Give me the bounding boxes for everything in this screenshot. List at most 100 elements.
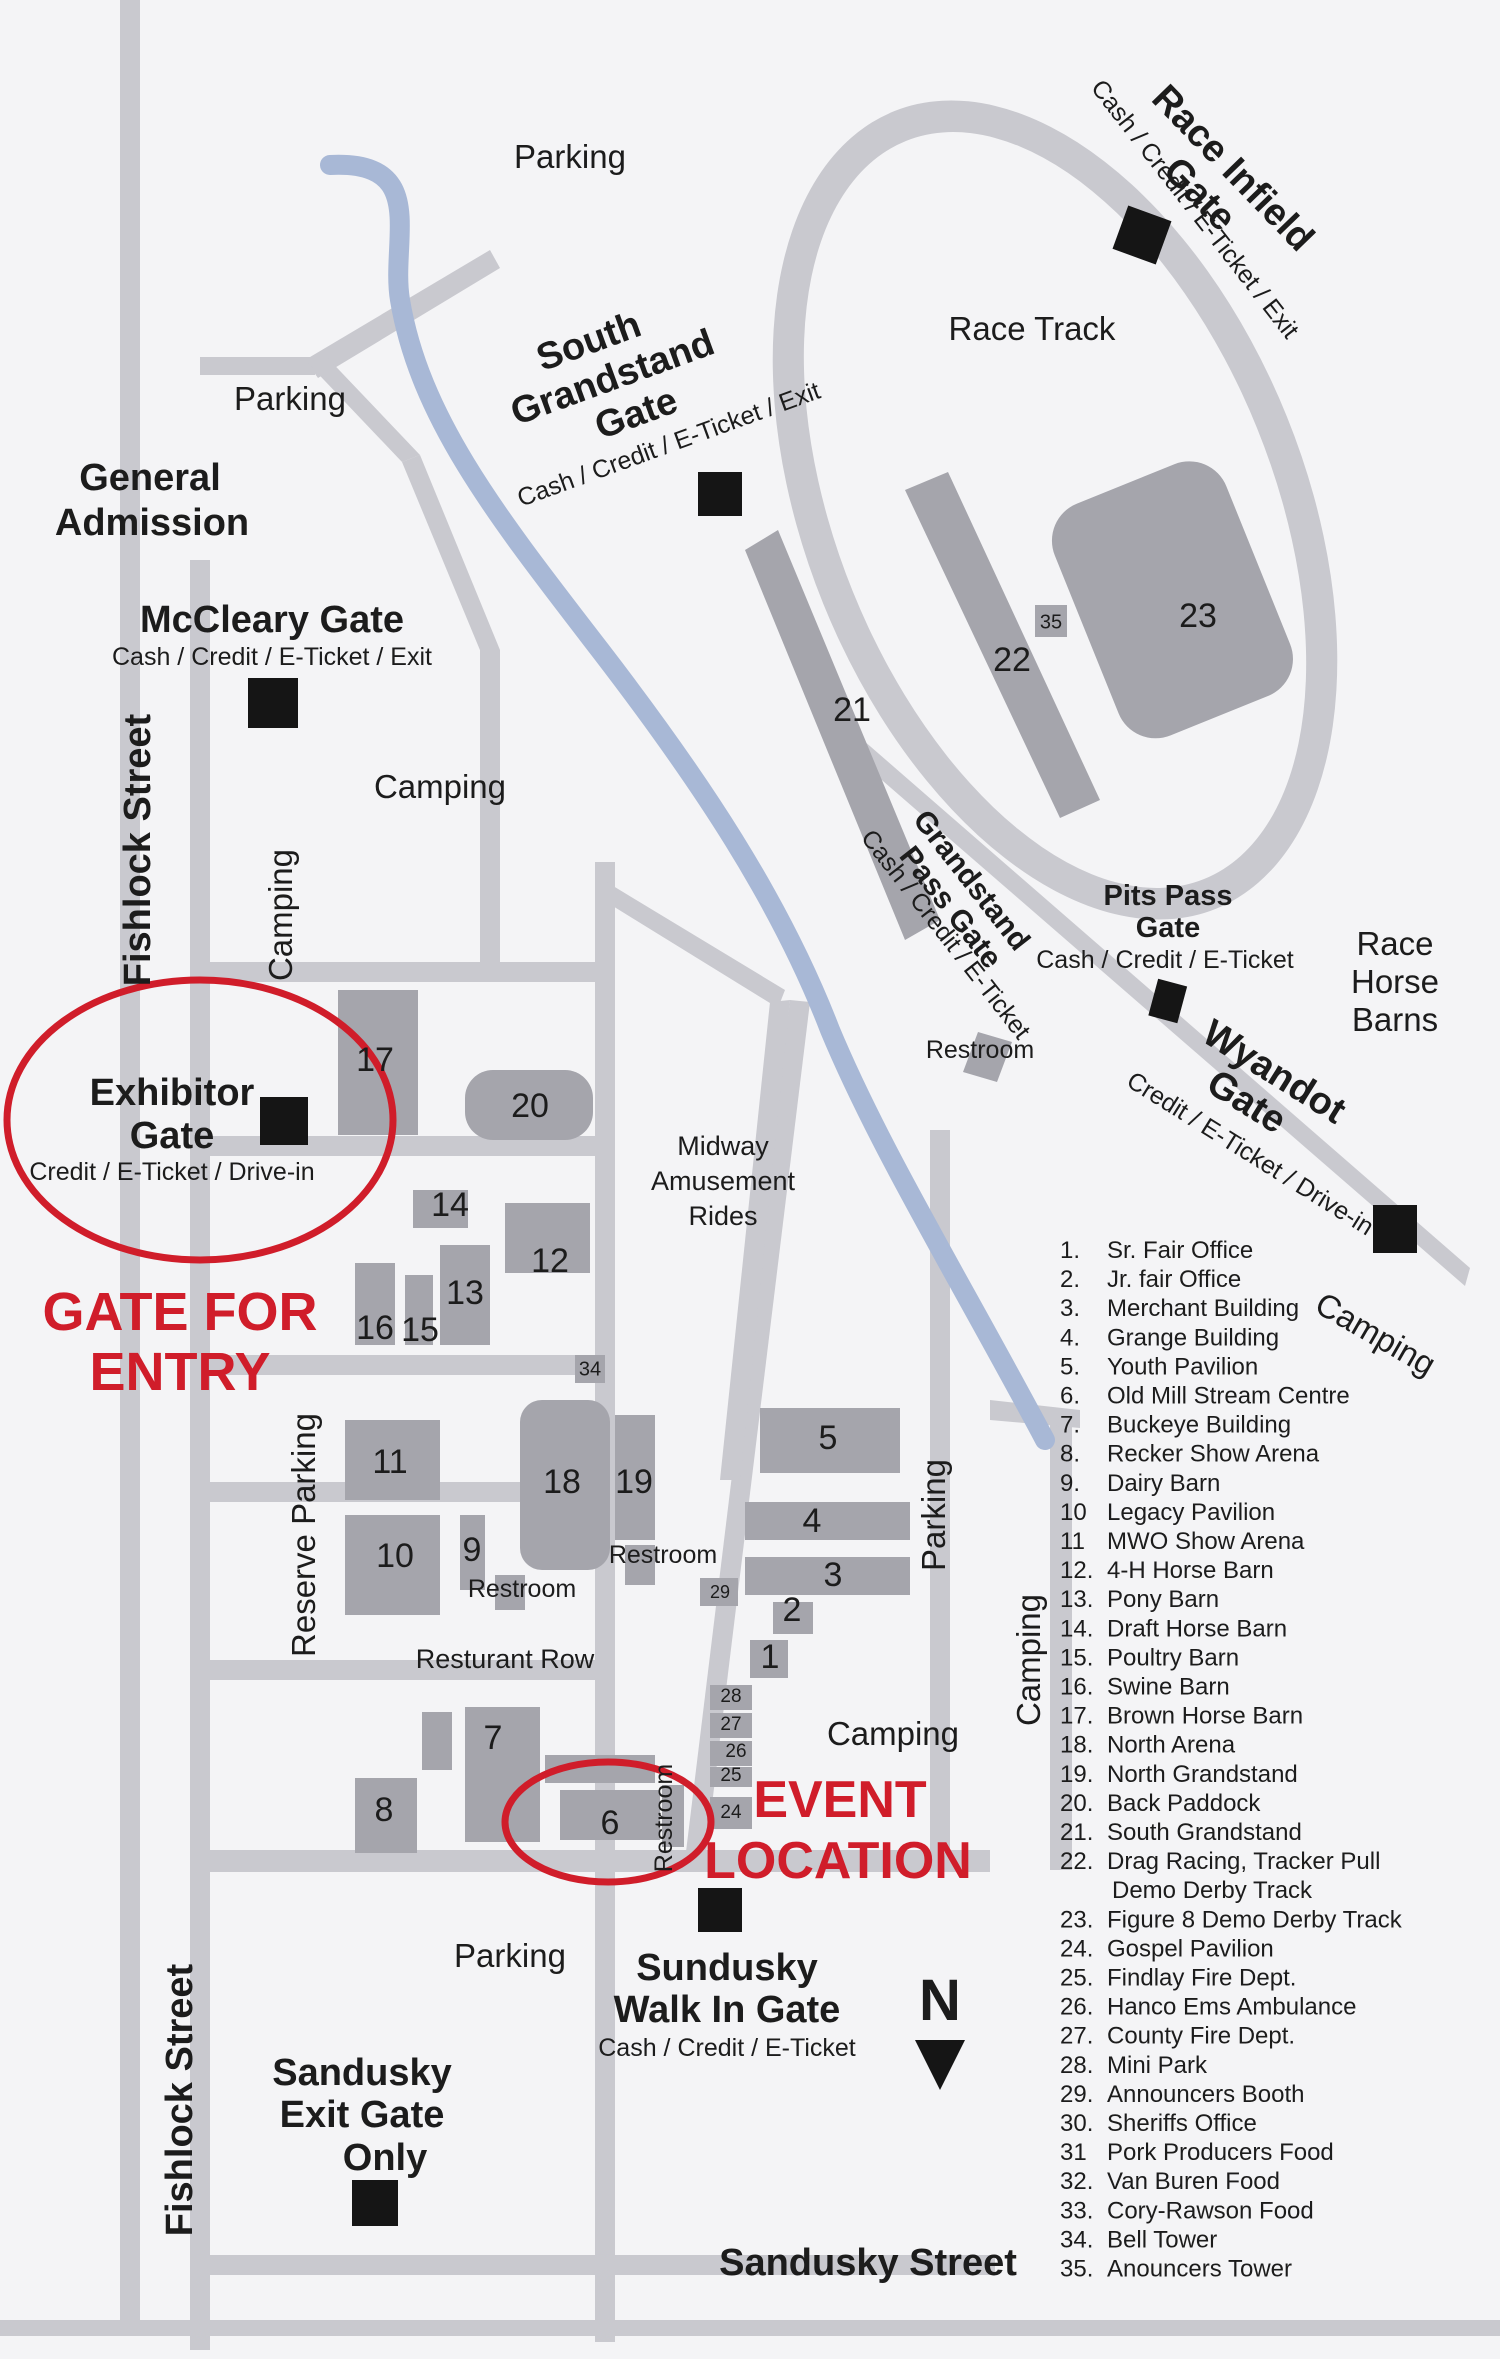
building-4: [745, 1502, 910, 1540]
legend-item: 14.Draft Horse Barn: [1060, 1615, 1287, 1642]
pits-pass-gate-marker: [1148, 978, 1188, 1024]
building-20: [465, 1070, 593, 1140]
legend-text: Pony Barn: [1107, 1586, 1219, 1613]
label-b25: 25: [720, 1765, 741, 1786]
legend-text: Brown Horse Barn: [1107, 1703, 1303, 1730]
legend-number: 15.: [1060, 1644, 1093, 1671]
sandusky-exit-title-2: Exit Gate: [280, 2094, 445, 2136]
label-b26: 26: [725, 1741, 746, 1762]
building-24: [710, 1797, 752, 1829]
legend-item: Demo Derby Track: [1112, 1877, 1313, 1904]
race-horse-barns-1: Race: [1356, 925, 1433, 962]
legend-number: 3.: [1060, 1295, 1080, 1322]
building-25: [710, 1767, 752, 1787]
restroom-block-b: [495, 1575, 525, 1610]
legend-item: 26.Hanco Ems Ambulance: [1060, 1994, 1356, 2021]
legend-item: 24.Gospel Pavilion: [1060, 1935, 1274, 1962]
north-arrow-icon: [915, 2040, 965, 2090]
cross-road-c: [200, 1355, 615, 1375]
legend-item: 1.Sr. Fair Office: [1060, 1237, 1253, 1264]
fishlock-street-road: [120, 0, 140, 2335]
building-19: [615, 1415, 655, 1540]
legend-text: 4-H Horse Barn: [1107, 1557, 1274, 1584]
west-angled-road-down: [480, 650, 500, 975]
legend-item: 29.Announcers Booth: [1060, 2081, 1304, 2108]
west-angled-road: [402, 455, 500, 655]
label-b9: 9: [463, 1531, 482, 1569]
legend-item: 13.Pony Barn: [1060, 1586, 1219, 1613]
exhibitor-gate-title-2: Gate: [130, 1115, 214, 1157]
legend-item: 12.4-H Horse Barn: [1060, 1557, 1274, 1584]
legend-text: Cory-Rawson Food: [1107, 2197, 1314, 2224]
legend-item: 6.Old Mill Stream Centre: [1060, 1383, 1350, 1410]
building-15: [405, 1275, 433, 1345]
building-16: [355, 1263, 395, 1345]
parking-vertical-label: Parking: [915, 1459, 952, 1571]
sundusky-gate-title-2: Walk In Gate: [614, 1989, 841, 2031]
legend-text: Sheriffs Office: [1107, 2110, 1257, 2137]
legend-text: Findlay Fire Dept.: [1107, 1965, 1296, 1992]
legend-number: 17.: [1060, 1703, 1093, 1730]
label-b16: 16: [356, 1309, 394, 1347]
legend-number: 14.: [1060, 1615, 1093, 1642]
legend-number: 31: [1060, 2139, 1087, 2166]
parking-bottom-label: Parking: [454, 1937, 566, 1974]
legend-item: 34.Bell Tower: [1060, 2226, 1217, 2253]
building-28: [710, 1685, 752, 1710]
label-b13: 13: [446, 1274, 484, 1312]
legend-number: 5.: [1060, 1353, 1080, 1380]
pits-pass-gate-title-1: Pits Pass: [1104, 880, 1233, 912]
label-b12: 12: [531, 1242, 569, 1280]
legend-item: 18.North Arena: [1060, 1732, 1236, 1759]
legend-text: Old Mill Stream Centre: [1107, 1383, 1350, 1410]
label-b11: 11: [372, 1443, 407, 1481]
building-14: [413, 1190, 468, 1228]
restroom-block-c: [625, 1545, 655, 1585]
mccleary-gate-sub: Cash / Credit / E-Ticket / Exit: [112, 643, 432, 671]
wyandot-road: [830, 720, 1470, 1286]
gate-for-entry-annotation-1: GATE FOR: [43, 1282, 318, 1342]
legend-item: 30. Sheriffs Office: [1060, 2110, 1257, 2137]
legend-number: 18.: [1060, 1732, 1093, 1759]
legend-number: 11: [1060, 1528, 1085, 1555]
building-29: [700, 1578, 738, 1606]
sundusky-gate-title-1: Sundusky: [636, 1947, 818, 1989]
legend-text: Grange Building: [1107, 1324, 1279, 1351]
legend-number: 9.: [1060, 1470, 1080, 1497]
general-admission-road: [200, 357, 315, 375]
cross-road-a: [200, 962, 615, 982]
central-diagonal: [595, 875, 785, 1008]
building-3: [745, 1557, 910, 1595]
restroom-block-d: [662, 1785, 684, 1847]
building-21: [745, 530, 940, 940]
camping-vertical-right-label: Camping: [1010, 1594, 1047, 1726]
parking-road: [1050, 1420, 1072, 1870]
cross-road-e: [200, 1660, 615, 1680]
sandusky-exit-title-3: Only: [343, 2137, 427, 2179]
legend-number: 35.: [1060, 2256, 1093, 2283]
legend-number: 2.: [1060, 1266, 1080, 1293]
legend-number: 21.: [1060, 1819, 1093, 1846]
building-18: [520, 1400, 610, 1570]
legend-item: 16.Swine Barn: [1060, 1674, 1230, 1701]
northwest-diagonal: [305, 352, 420, 462]
legend-item: 20.Back Paddock: [1060, 1790, 1261, 1817]
legend-text: Dairy Barn: [1107, 1470, 1220, 1497]
general-admission-1: General: [79, 457, 221, 499]
race-track-label: Race Track: [949, 310, 1116, 347]
general-admission-2: Admission: [55, 502, 249, 544]
legend-number: 30.: [1060, 2110, 1093, 2137]
legend-text: Sr. Fair Office: [1107, 1237, 1253, 1264]
race-horse-barns-3: Barns: [1352, 1001, 1438, 1038]
legend-text: Back Paddock: [1107, 1790, 1261, 1817]
exhibitor-gate-sub: Credit / E-Ticket / Drive-in: [29, 1158, 314, 1186]
building-10: [345, 1515, 440, 1615]
label-b7: 7: [484, 1719, 503, 1757]
label-b4: 4: [803, 1502, 822, 1540]
legend-text: Recker Show Arena: [1107, 1441, 1320, 1468]
camping-lower-label: Camping: [827, 1715, 959, 1752]
